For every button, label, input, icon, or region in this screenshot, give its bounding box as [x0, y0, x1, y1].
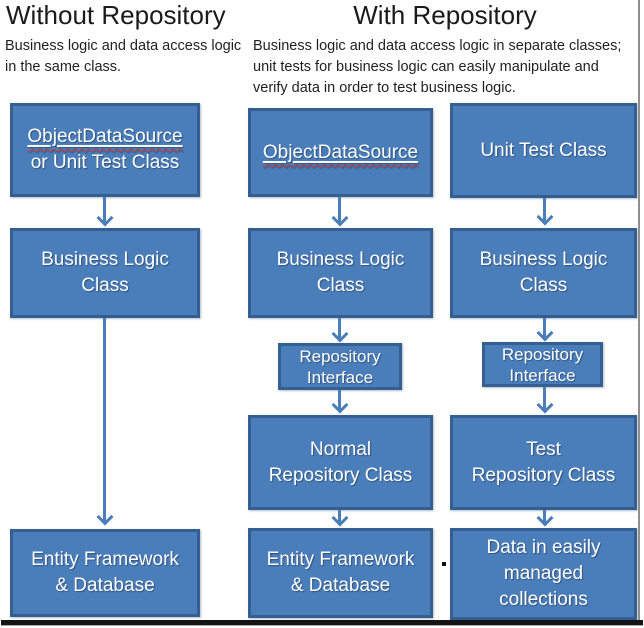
box-entity-framework-database-without: Entity Framework & Database: [10, 529, 200, 617]
frame-bottom-shadow: [1, 625, 643, 626]
box-label: Data in easily managed collections: [486, 537, 601, 610]
flow-arrow-down-icon: [330, 510, 350, 527]
spellcheck-underline: ObjectDataSource: [27, 126, 183, 147]
flow-arrow-down-icon: [535, 198, 555, 226]
box-label: Normal Repository Class: [268, 438, 413, 486]
frame-right-border: [638, 0, 640, 621]
flow-arrow-down-icon: [95, 197, 115, 227]
flow-arrow-down-icon: [330, 390, 350, 414]
box-repository-interface-test: Repository Interface: [482, 342, 603, 387]
box-label: Business Logic Class: [41, 249, 169, 296]
box-label: Repository Interface: [299, 346, 381, 387]
without-repository-title: Without Repository: [6, 0, 226, 30]
flow-arrow-down-icon: [535, 510, 555, 527]
box-label: Test Repository Class: [471, 438, 616, 486]
box-repository-interface-production: Repository Interface: [278, 343, 402, 390]
frame-bottom-bar: [1, 620, 643, 625]
box-objectdatasource: ObjectDataSource: [248, 108, 433, 197]
box-label: Repository Interface: [501, 344, 584, 385]
box-label: ObjectDataSource or Unit Test Class: [27, 126, 183, 173]
without-repository-description: Business logic and data access logic in …: [5, 38, 242, 75]
box-business-logic-class-without: Business Logic Class: [10, 228, 200, 318]
box-label: Entity Framework & Database: [31, 549, 179, 596]
box-data-in-collections: Data in easily managed collections: [450, 528, 637, 620]
with-repository-title: With Repository: [353, 0, 537, 30]
box-objectdatasource-or-unit-test-class: ObjectDataSource or Unit Test Class: [10, 103, 200, 197]
box-unit-test-class: Unit Test Class: [450, 103, 637, 198]
box-business-logic-class-test: Business Logic Class: [450, 228, 637, 318]
flow-arrow-down-icon: [535, 387, 555, 414]
box-test-repository-class: Test Repository Class: [450, 415, 637, 510]
flow-arrow-down-icon: [330, 197, 350, 227]
box-label: Business Logic Class: [479, 249, 608, 296]
box-label: ObjectDataSource: [263, 140, 418, 166]
box-normal-repository-class: Normal Repository Class: [248, 415, 433, 510]
box-business-logic-class-production: Business Logic Class: [248, 228, 433, 318]
box-label: Business Logic Class: [276, 249, 405, 296]
flow-arrow-down-icon: [535, 318, 555, 342]
box-entity-framework-database-production: Entity Framework & Database: [248, 528, 433, 618]
box-label: Unit Test Class: [480, 139, 607, 161]
with-repository-description: Business logic and data access logic in …: [253, 38, 622, 96]
flow-arrow-down-icon: [330, 318, 350, 343]
box-label: Entity Framework & Database: [266, 549, 415, 596]
flow-arrow-down-icon: [95, 318, 115, 526]
stray-mark: [442, 562, 446, 566]
spellcheck-underline: ObjectDataSource: [262, 141, 419, 163]
